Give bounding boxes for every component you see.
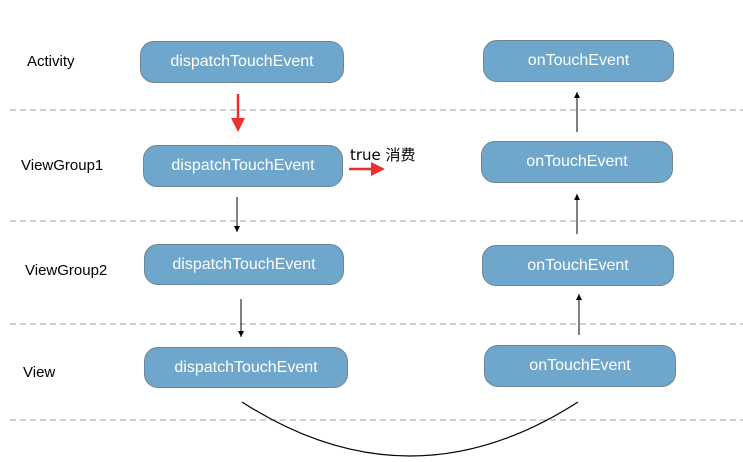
- activity-handler-node: onTouchEvent: [483, 40, 674, 82]
- viewgroup1-handler-node: onTouchEvent: [481, 141, 673, 183]
- consume-note: true 消费: [350, 146, 416, 164]
- layer-label-viewgroup2: ViewGroup2: [25, 262, 108, 279]
- dispatch-arrowhead-activity-to-viewgroup1: [231, 118, 245, 132]
- layer-label-viewgroup1: ViewGroup1: [21, 157, 104, 174]
- viewgroup1-dispatch-node: dispatchTouchEvent: [143, 145, 343, 187]
- view-dispatch-node: dispatchTouchEvent: [144, 347, 348, 388]
- layer-label-activity: Activity: [27, 53, 75, 70]
- view-handler-node: onTouchEvent: [484, 345, 676, 387]
- viewgroup2-handler-node: onTouchEvent: [482, 245, 674, 286]
- layer-label-view: View: [23, 364, 56, 381]
- activity-dispatch-node: dispatchTouchEvent: [140, 41, 344, 83]
- viewgroup2-dispatch-node: dispatchTouchEvent: [144, 244, 344, 285]
- consume-arrowhead: [371, 162, 385, 176]
- view-dispatch-to-handler-curve: [241, 401, 579, 457]
